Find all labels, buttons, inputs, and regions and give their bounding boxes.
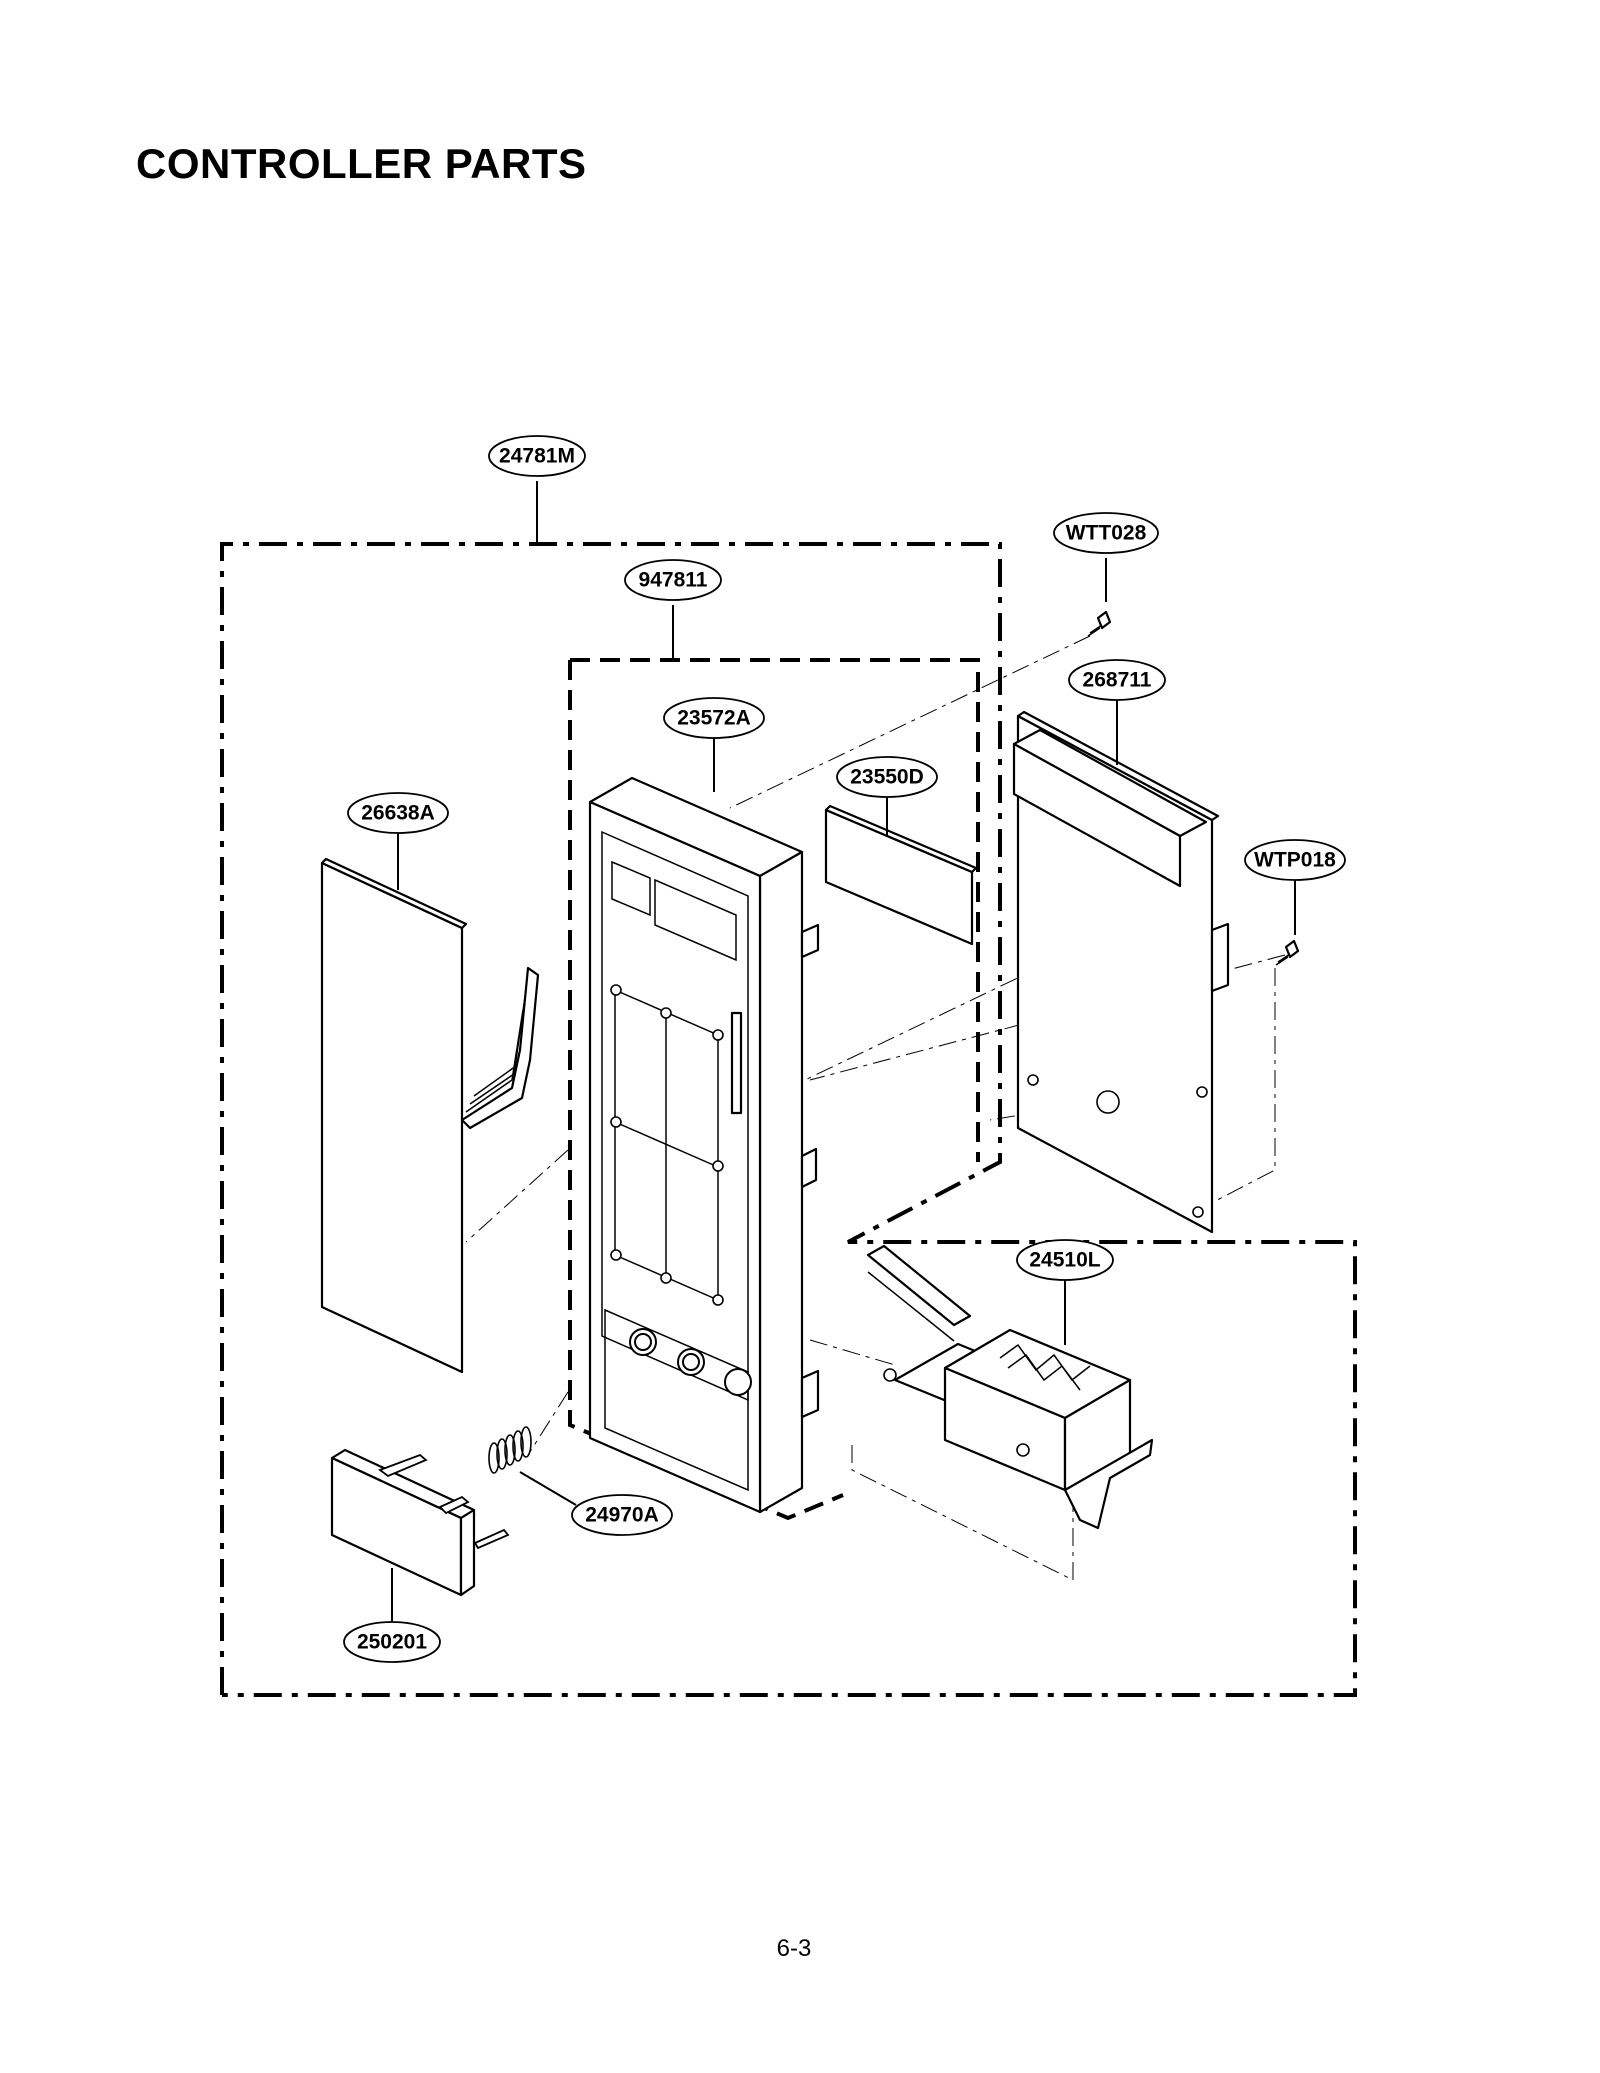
part-label-24970A: 24970A: [571, 1494, 673, 1536]
svg-text:WTP018: WTP018: [1254, 849, 1336, 872]
svg-text:24510L: 24510L: [1029, 1249, 1100, 1272]
part-label-947811: 947811: [624, 559, 722, 601]
part-label-23550D: 23550D: [836, 756, 938, 798]
svg-text:24781M: 24781M: [499, 445, 575, 468]
page-number: 6-3: [776, 1935, 812, 1962]
part-24510L-lever: [866, 1244, 1154, 1530]
part-label-WTT028: WTT028: [1053, 512, 1159, 554]
svg-text:WTT028: WTT028: [1066, 522, 1147, 545]
svg-text:24970A: 24970A: [585, 1504, 659, 1527]
part-23550D-display-window: [824, 804, 978, 946]
part-label-250201: 250201: [343, 1621, 441, 1663]
part-268711-pcb-assembly: [1012, 710, 1230, 1234]
part-250201-door-open-button: [330, 1448, 510, 1637]
part-label-WTP018: WTP018: [1244, 839, 1346, 881]
part-label-26638A: 26638A: [347, 792, 449, 834]
svg-text:268711: 268711: [1083, 669, 1152, 692]
assembly-24781M-boundary: [220, 481, 1357, 1697]
part-24970A-spring: [488, 1426, 577, 1506]
part-label-24510L: 24510L: [1016, 1239, 1114, 1281]
part-WTT028-screw: [1087, 558, 1112, 637]
page-title: CONTROLLER PARTS: [136, 140, 587, 187]
part-label-23572A: 23572A: [663, 697, 765, 739]
part-23572A-control-frame: [588, 776, 820, 1514]
svg-text:23550D: 23550D: [850, 766, 924, 789]
leader-lines: [397, 694, 1118, 1345]
svg-text:250201: 250201: [357, 1631, 427, 1654]
part-label-268711: 268711: [1068, 659, 1166, 701]
part-label-24781M: 24781M: [488, 435, 586, 477]
part-WTP018-screw: [1275, 880, 1300, 966]
svg-text:947811: 947811: [639, 569, 708, 592]
part-26638A-membrane-switch: [320, 857, 540, 1374]
svg-text:26638A: 26638A: [361, 802, 435, 825]
svg-text:23572A: 23572A: [677, 707, 751, 730]
